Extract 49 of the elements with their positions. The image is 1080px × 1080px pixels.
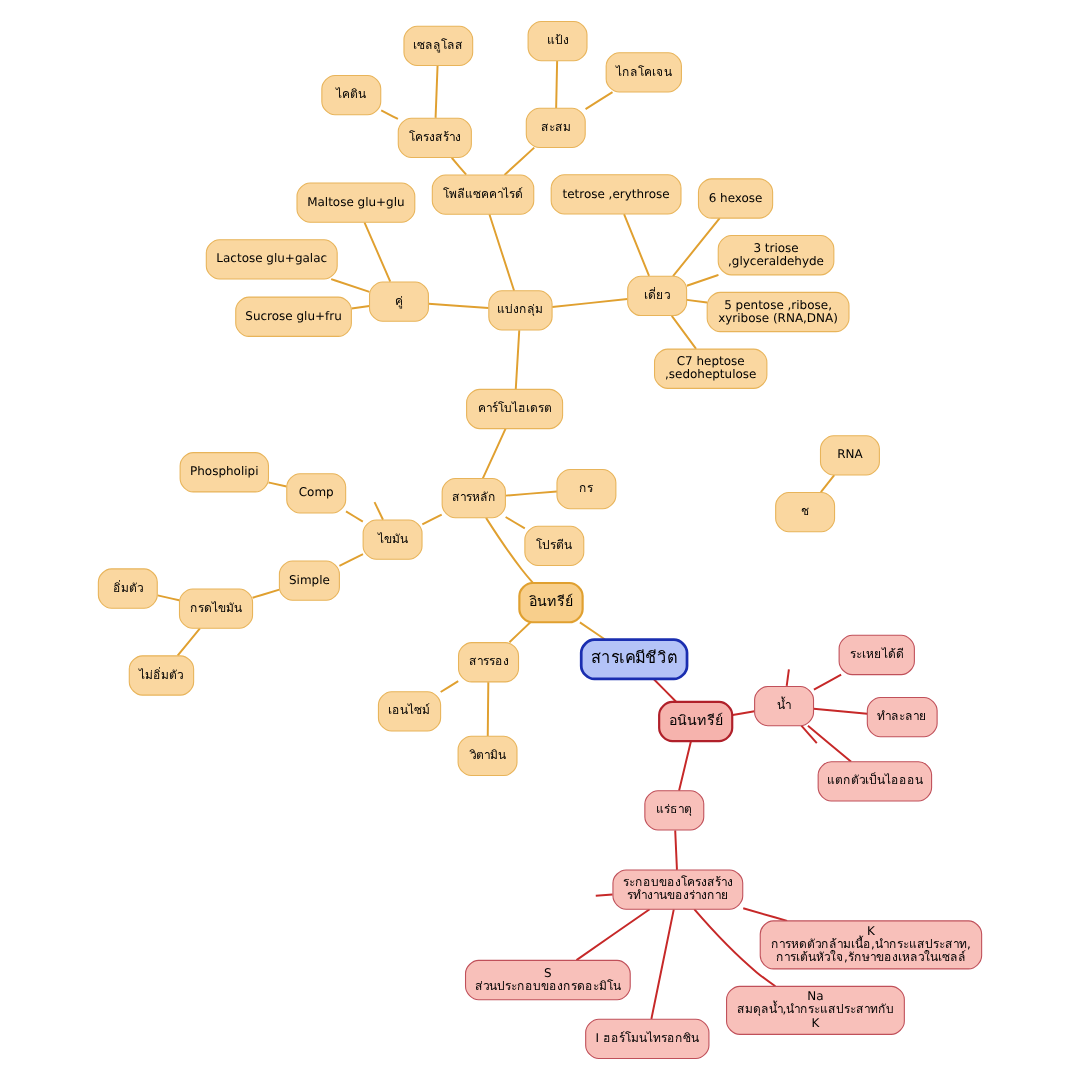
connector [481, 427, 507, 480]
connector [363, 221, 392, 283]
connector [488, 213, 516, 292]
connector [685, 273, 720, 287]
connector [674, 829, 678, 871]
connector [678, 740, 692, 792]
connector [731, 710, 756, 716]
connector [504, 516, 526, 530]
connector [693, 908, 777, 988]
connector [330, 278, 371, 293]
connector [578, 621, 607, 641]
connector [514, 329, 521, 390]
connector [338, 553, 364, 567]
connector [812, 707, 869, 715]
connector [251, 588, 281, 599]
connector [421, 513, 443, 526]
connector [439, 680, 460, 693]
connector [652, 678, 678, 703]
connector [575, 908, 651, 962]
connector [508, 621, 532, 644]
connector [650, 908, 675, 1020]
connector [504, 490, 558, 497]
connector [345, 510, 364, 523]
connector [373, 501, 384, 521]
connector [785, 668, 790, 687]
connector [623, 213, 651, 277]
connector [380, 109, 399, 120]
connector [594, 893, 614, 897]
node-box: สารเคมีชีวิต [579, 638, 689, 681]
connector [806, 724, 853, 763]
connector [672, 217, 721, 278]
connector [670, 314, 698, 350]
connector [551, 298, 629, 308]
connector [267, 481, 288, 488]
connector [503, 146, 536, 176]
connector [156, 594, 181, 602]
connector [819, 474, 836, 494]
connector [485, 516, 534, 584]
connector [812, 673, 843, 691]
connector [800, 724, 818, 745]
connector [685, 298, 708, 304]
connector [176, 627, 201, 657]
connector [555, 60, 559, 110]
connector [350, 304, 371, 310]
connector [450, 156, 468, 176]
connector [434, 64, 439, 119]
connector [584, 91, 614, 111]
connector [427, 302, 490, 310]
connector [486, 681, 490, 738]
